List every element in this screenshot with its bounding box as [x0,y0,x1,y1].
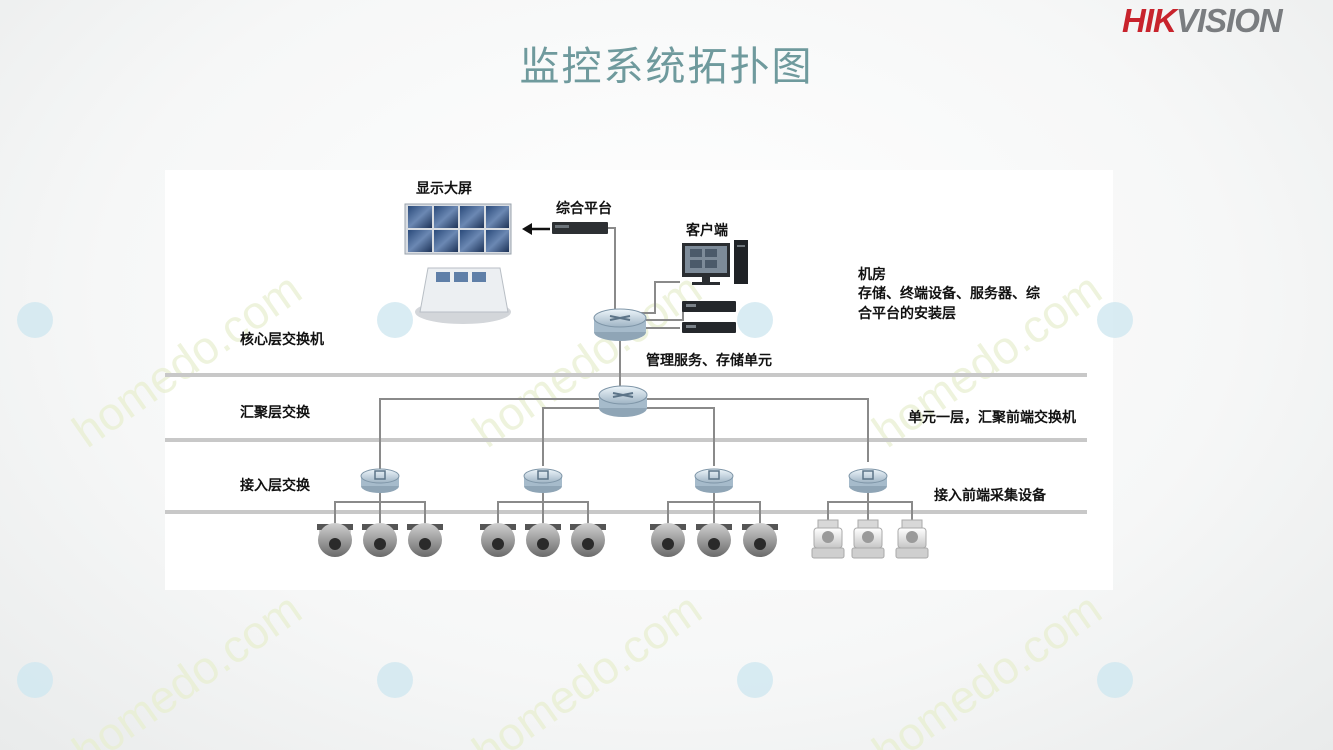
core-to-platform-line [608,227,616,312]
layer-bands [165,373,1087,514]
core-layer-label: 核心层交换机 [240,332,324,348]
server-rack-icon [682,301,736,333]
arrow-left-icon [522,223,550,235]
flower-watermark-icon [737,302,773,338]
access-to-ptz-line [868,501,913,522]
dome-camera-icon [480,523,516,557]
dome-camera-icon [317,523,353,557]
logo-main: HIK [1122,2,1177,39]
aggregation-layer-label: 汇聚层交换 [240,405,310,421]
client-pc-icon [682,240,748,285]
access-to-camera-line [497,488,544,524]
management-storage-label: 管理服务、存储单元 [646,353,772,369]
access-to-camera-line [714,501,761,524]
access-to-camera-line [380,501,426,524]
dome-camera-icon [362,523,398,557]
flower-watermark-icon [737,662,773,698]
core-to-client-line [640,281,680,314]
flower-watermark-icon [377,302,413,338]
dome-camera-icon [742,523,778,557]
watermark-layer: homedo.com homedo.com homedo.com homedo.… [17,262,1133,750]
access-to-camera-line [667,488,715,524]
diagram-panel [165,170,1113,590]
flower-watermark-icon [1097,302,1133,338]
access-to-camera-line [543,501,589,524]
dome-camera-icon [696,523,732,557]
flower-watermark-icon [1097,662,1133,698]
watermark-text: homedo.com [863,582,1111,750]
access-switch-icon [523,468,563,493]
ptz-camera-icon [811,519,845,559]
logo-accent: VISION [1175,2,1283,39]
machine-room-title: 机房 [858,267,886,283]
aggregation-description: 单元一层，汇聚前端交换机 [908,410,1076,426]
page-title: 监控系统拓扑图 [519,44,814,90]
flower-watermark-icon [377,662,413,698]
access-description: 接入前端采集设备 [934,488,1046,504]
platform-label: 综合平台 [556,201,612,217]
dome-camera-icon [650,523,686,557]
platform-device-icon [552,222,608,234]
access-switch-icon [694,468,734,493]
core-switch-icon [593,308,647,341]
aggregation-switch-icon [598,385,648,417]
access-device-divider [165,510,1087,514]
aggregation-access-divider [165,438,1087,442]
display-wall-icon [404,203,512,324]
ptz-camera-icon [895,519,929,559]
display-wall-label: 显示大屏 [416,181,472,197]
access-switch-icon [848,468,888,493]
access-switch-icon [360,468,400,493]
flower-watermark-icon [17,302,53,338]
dome-camera-icon [525,523,561,557]
watermark-text: homedo.com [63,262,311,457]
watermark-text: homedo.com [463,582,711,750]
access-layer-label: 接入层交换 [240,478,310,494]
machine-room-description: 存储、终端设备、服务器、综合平台的安装层 [858,286,1040,322]
access-to-ptz-line [827,488,869,522]
ptz-camera-icon [851,519,885,559]
watermark-text: homedo.com [63,582,311,750]
hikvision-logo: HIKVISION [1122,2,1283,40]
dome-camera-icon [407,523,443,557]
access-to-camera-line [334,488,381,524]
flower-watermark-icon [17,662,53,698]
core-aggregation-divider [165,373,1087,377]
dome-camera-icon [570,523,606,557]
client-label: 客户端 [686,223,728,239]
